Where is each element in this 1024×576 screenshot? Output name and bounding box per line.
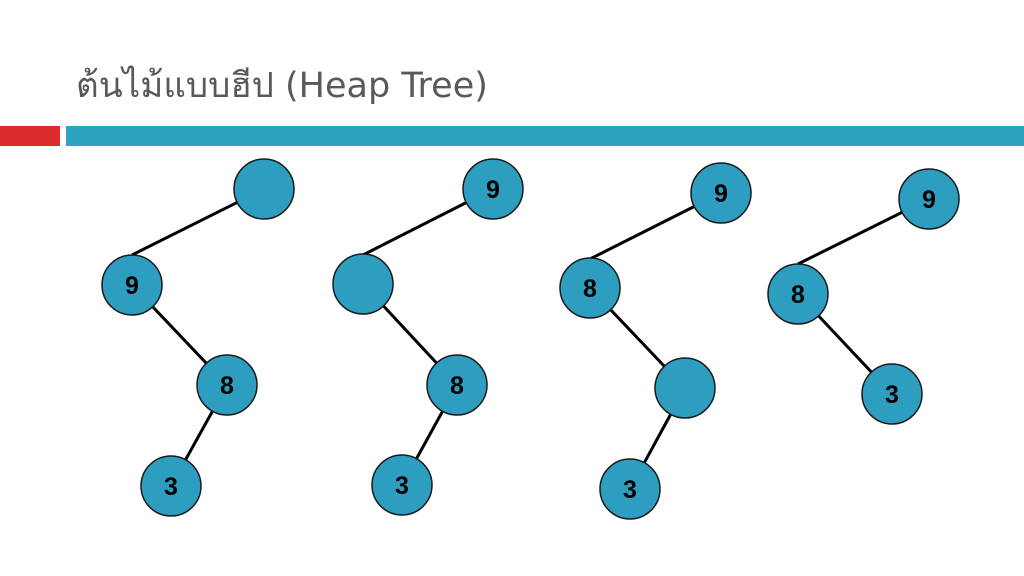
node-label: 9	[922, 186, 936, 214]
heap-tree-3: 9 8 3	[559, 162, 752, 520]
heap-tree-4: 9 8 3	[767, 168, 960, 425]
tree-node: 3	[140, 455, 202, 517]
tree-node: 9	[690, 162, 752, 224]
node-label: 8	[583, 275, 597, 303]
tree-node: 9	[898, 168, 960, 230]
tree-node: 8	[196, 354, 258, 416]
tree-node: 8	[426, 354, 488, 416]
tree-node	[233, 158, 295, 220]
tree-node: 8	[559, 257, 621, 319]
tree-node: 8	[767, 263, 829, 325]
tree-node: 9	[462, 158, 524, 220]
node-label: 8	[450, 372, 464, 400]
node-label: 3	[623, 476, 637, 504]
node-label: 9	[125, 272, 139, 300]
heap-tree-1: 9 8 3	[101, 158, 295, 517]
accent-bar-red	[0, 126, 60, 146]
tree-node: 3	[371, 454, 433, 516]
node-label: 9	[714, 180, 728, 208]
tree-node: 3	[861, 363, 923, 425]
heap-tree-2: 9 8 3	[332, 158, 524, 516]
tree-node: 9	[101, 254, 163, 316]
tree-node	[654, 357, 716, 419]
tree-node: 3	[599, 458, 661, 520]
accent-bar-blue	[66, 126, 1024, 146]
node-label: 9	[486, 176, 500, 204]
slide-title: ต้นไม้แบบฮีป (Heap Tree)	[76, 66, 488, 106]
node-label: 3	[164, 473, 178, 501]
tree-node	[332, 253, 394, 315]
node-label: 8	[220, 372, 234, 400]
node-label: 8	[791, 281, 805, 309]
node-label: 3	[395, 472, 409, 500]
node-label: 3	[885, 381, 899, 409]
